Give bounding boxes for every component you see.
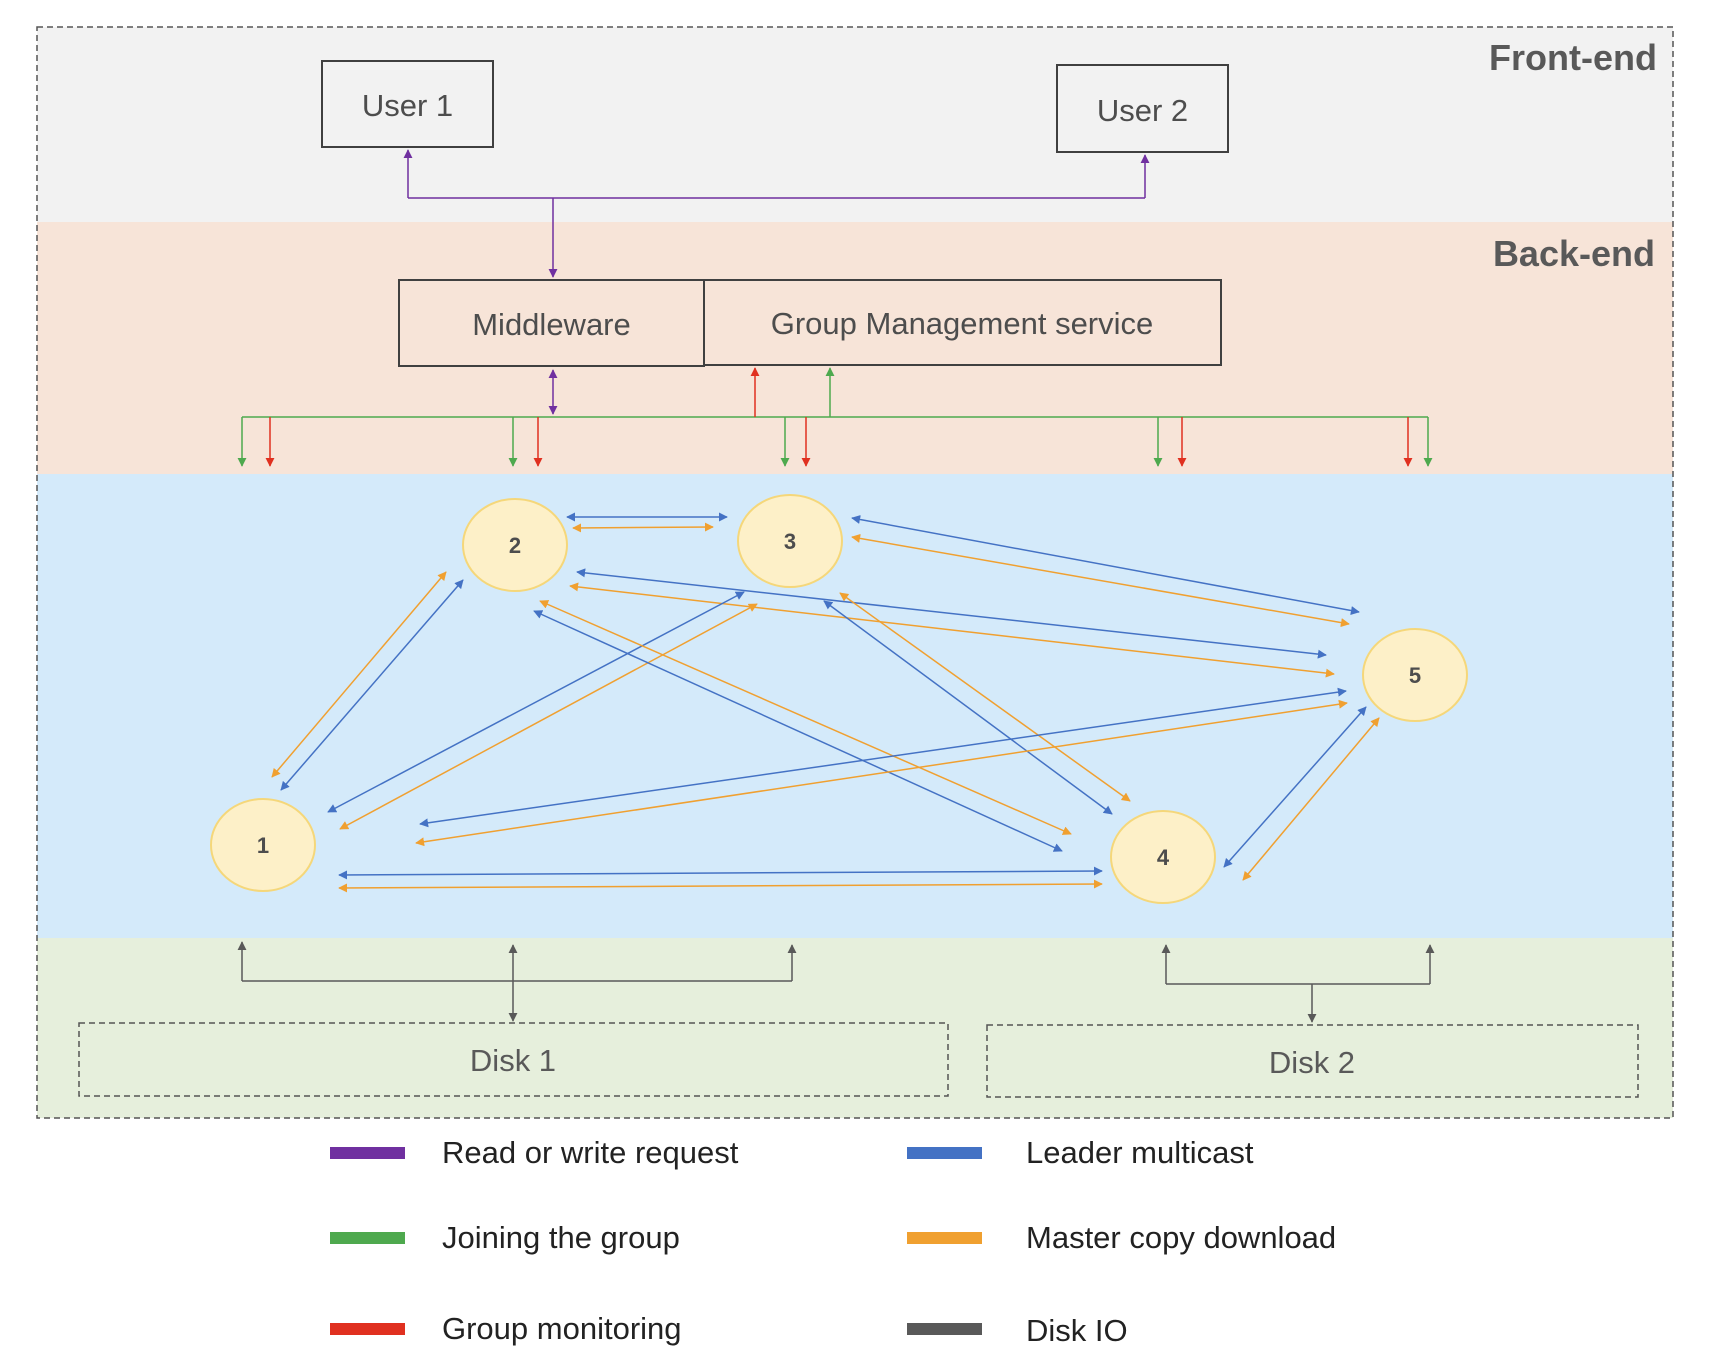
node-5: 5 xyxy=(1362,628,1468,722)
group-management-label: Group Management service xyxy=(771,306,1154,341)
legend-label: Joining the group xyxy=(442,1220,680,1255)
backend-band xyxy=(37,222,1673,474)
middleware-box: Middleware xyxy=(398,279,705,367)
legend-label: Read or write request xyxy=(442,1135,739,1170)
node-1-label: 1 xyxy=(257,833,269,858)
node-3: 3 xyxy=(737,494,843,588)
node-2: 2 xyxy=(462,498,568,592)
node-4: 4 xyxy=(1110,810,1216,904)
legend-item-master-copy: Master copy download xyxy=(907,1220,1336,1255)
legend-item-leader-multicast: Leader multicast xyxy=(907,1135,1254,1170)
legend-item-read-write: Read or write request xyxy=(330,1135,739,1170)
disk1-label: Disk 1 xyxy=(470,1043,556,1078)
backend-title: Back-end xyxy=(1493,233,1655,274)
user1-label: User 1 xyxy=(362,88,453,123)
legend-item-joining: Joining the group xyxy=(330,1220,680,1255)
legend-swatch-purple xyxy=(330,1147,405,1159)
legend-label: Disk IO xyxy=(1026,1313,1128,1348)
middleware-label: Middleware xyxy=(472,307,631,342)
connectors xyxy=(237,149,1435,1023)
disk2-label: Disk 2 xyxy=(1269,1045,1355,1080)
legend-item-monitoring: Group monitoring xyxy=(330,1311,682,1346)
node-4-label: 4 xyxy=(1157,845,1170,870)
node-3-label: 3 xyxy=(784,529,796,554)
master-copy-link-3 xyxy=(572,522,714,533)
legend-swatch-gray xyxy=(907,1323,982,1335)
legend-swatch-green xyxy=(330,1232,405,1244)
master-copy-link-19 xyxy=(338,879,1103,893)
user2-box: User 2 xyxy=(1056,64,1229,153)
node-2-label: 2 xyxy=(509,533,521,558)
disk2-box: Disk 2 xyxy=(986,1024,1639,1098)
master-copy-link-17 xyxy=(1242,717,1380,881)
legend-swatch-blue xyxy=(907,1147,982,1159)
group-management-box: Group Management service xyxy=(703,279,1222,366)
frontend-band xyxy=(37,27,1673,222)
legend-swatch-orange xyxy=(907,1232,982,1244)
user1-box: User 1 xyxy=(321,60,494,148)
system-boundary xyxy=(36,26,1674,1119)
legend-label: Group monitoring xyxy=(442,1311,682,1346)
legend-label: Master copy download xyxy=(1026,1220,1336,1255)
legend: Read or write request Leader multicast J… xyxy=(330,1135,1336,1348)
master-copy-link-15 xyxy=(415,699,1348,847)
node-1: 1 xyxy=(210,798,316,892)
node-5-label: 5 xyxy=(1409,663,1421,688)
legend-label: Leader multicast xyxy=(1026,1135,1254,1170)
legend-item-disk-io: Disk IO xyxy=(907,1313,1128,1348)
leader-multicast-link-18 xyxy=(338,866,1103,880)
user2-label: User 2 xyxy=(1097,93,1188,128)
frontend-title: Front-end xyxy=(1489,37,1657,78)
legend-swatch-red xyxy=(330,1323,405,1335)
disk1-box: Disk 1 xyxy=(78,1022,949,1097)
disk-band xyxy=(37,938,1673,1118)
